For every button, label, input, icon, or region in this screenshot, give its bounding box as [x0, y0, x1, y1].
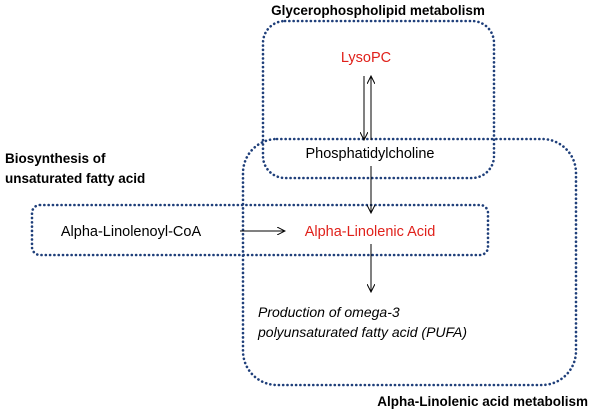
biosynthesis-title-line1: Biosynthesis of — [5, 151, 106, 166]
production-note-line2: polyunsaturated fatty acid (PUFA) — [257, 324, 467, 340]
node-alpha-linolenic-acid: Alpha-Linolenic Acid — [305, 224, 436, 240]
node-phosphatidylcholine: Phosphatidylcholine — [306, 146, 435, 162]
biosynthesis-region-box — [30, 203, 490, 257]
alpha-linolenic-region-box — [241, 137, 578, 387]
alpha-linolenic-title: Alpha-Linolenic acid metabolism — [377, 394, 588, 409]
glycerophospholipid-title: Glycerophospholipid metabolism — [271, 3, 485, 18]
biosynthesis-title-line2: unsaturated fatty acid — [5, 171, 145, 186]
production-note-line1: Production of omega-3 — [258, 304, 400, 320]
glycerophospholipid-region-box — [261, 19, 496, 180]
node-alpha-linolenoyl-coa: Alpha-Linolenoyl-CoA — [61, 224, 202, 240]
node-lysopc: LysoPC — [341, 50, 391, 66]
